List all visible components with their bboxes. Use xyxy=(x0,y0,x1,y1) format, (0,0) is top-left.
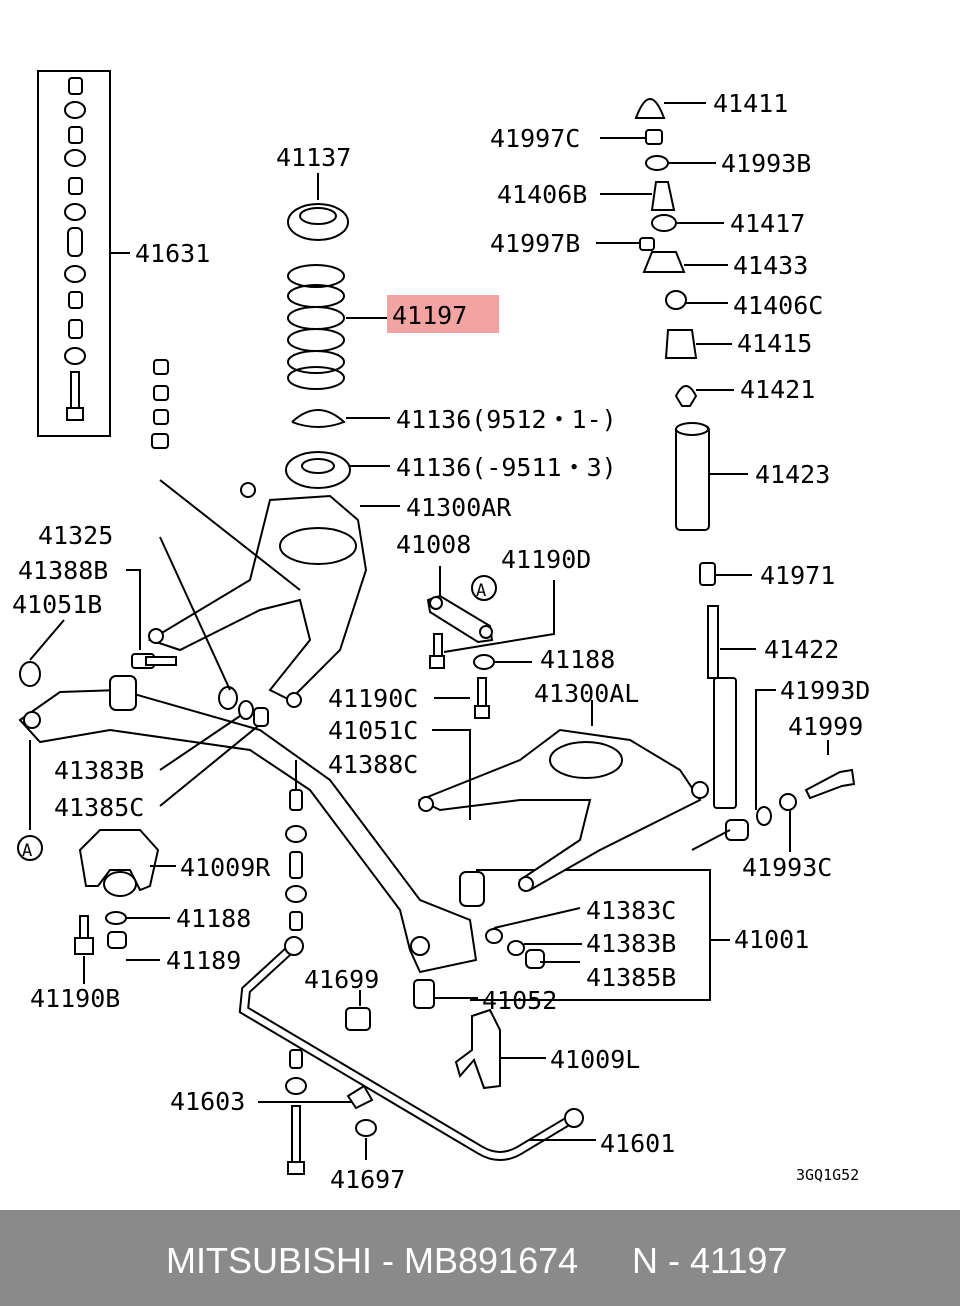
label-41300AL: 41300AL xyxy=(534,679,639,708)
label-41136-a: 41136(9512・1-) xyxy=(396,405,617,434)
label-41383B-right: 41383B xyxy=(586,929,676,958)
label-41385B: 41385B xyxy=(586,963,676,992)
label-41190B: 41190B xyxy=(30,984,120,1013)
highlight-box xyxy=(387,295,499,333)
label-41190D: 41190D xyxy=(501,545,591,574)
coil-spring-group xyxy=(285,173,390,489)
label-41997B: 41997B xyxy=(490,229,580,258)
label-41411: 41411 xyxy=(713,89,788,118)
label-41188-top: 41188 xyxy=(540,645,615,674)
trailing-arm-41300AR xyxy=(147,359,400,708)
label-41423: 41423 xyxy=(755,460,830,489)
label-41136-b: 41136(-9511・3) xyxy=(396,453,617,482)
diagram-code: 3GQ1G52 xyxy=(796,1166,859,1184)
label-41433: 41433 xyxy=(733,251,808,280)
label-41631: 41631 xyxy=(135,239,210,268)
shock-absorber-stack xyxy=(596,98,856,852)
label-41406C: 41406C xyxy=(733,291,823,320)
diagram-position: N - 41197 xyxy=(632,1240,788,1281)
label-41052: 41052 xyxy=(482,986,557,1015)
left-small-parts xyxy=(17,536,269,984)
label-41697: 41697 xyxy=(330,1165,405,1194)
label-41383B-left: 41383B xyxy=(54,756,144,785)
part-labels: 41411 41997C 41993B 41406B 41417 41997B … xyxy=(12,89,870,1194)
label-41300AR: 41300AR xyxy=(406,493,512,522)
label-41325: 41325 xyxy=(38,521,113,550)
label-41188-bottom: 41188 xyxy=(176,904,251,933)
label-41008: 41008 xyxy=(396,530,471,559)
label-41009R: 41009R xyxy=(180,853,271,882)
label-41417: 41417 xyxy=(730,209,805,238)
label-41383C: 41383C xyxy=(586,896,676,925)
trailing-arm-41300AL xyxy=(417,700,731,892)
label-41051B: 41051B xyxy=(12,590,102,619)
footer-bar: MITSUBISHI - MB891674 N - 41197 xyxy=(0,1210,960,1306)
label-41051C: 41051C xyxy=(328,716,418,745)
label-41422: 41422 xyxy=(764,635,839,664)
label-41421: 41421 xyxy=(740,375,815,404)
label-41971: 41971 xyxy=(760,561,835,590)
ref-marker-A-upper: A xyxy=(476,581,486,601)
brand-part-number: MITSUBISHI - MB891674 xyxy=(166,1240,579,1281)
stabilizer-bar-41601 xyxy=(238,760,596,1175)
label-41699: 41699 xyxy=(304,965,379,994)
label-41190C: 41190C xyxy=(328,684,418,713)
label-41137: 41137 xyxy=(276,143,351,172)
label-41993B: 41993B xyxy=(721,149,811,178)
ref-marker-A-lower: A xyxy=(22,841,32,861)
right-lower-parts xyxy=(413,907,582,1090)
link-41008 xyxy=(426,566,555,820)
label-41601: 41601 xyxy=(600,1129,675,1158)
crossmember-41001 xyxy=(18,675,730,1001)
label-41189: 41189 xyxy=(166,946,241,975)
label-41009L: 41009L xyxy=(550,1045,640,1074)
coil-spring-41197 xyxy=(287,264,345,390)
label-41415: 41415 xyxy=(737,329,812,358)
label-41993D: 41993D xyxy=(780,676,870,705)
label-41603: 41603 xyxy=(170,1087,245,1116)
label-41385C: 41385C xyxy=(54,793,144,822)
label-41993C: 41993C xyxy=(742,853,832,882)
label-41197: 41197 xyxy=(392,301,467,330)
label-41999: 41999 xyxy=(788,712,863,741)
hardware-kit-41631 xyxy=(37,70,130,437)
label-41997C: 41997C xyxy=(490,124,580,153)
label-41001: 41001 xyxy=(734,925,809,954)
label-41388B: 41388B xyxy=(18,556,108,585)
label-41406B: 41406B xyxy=(497,180,587,209)
parts-diagram: 41411 41997C 41993B 41406B 41417 41997B … xyxy=(12,70,870,1194)
label-41388C: 41388C xyxy=(328,750,418,779)
